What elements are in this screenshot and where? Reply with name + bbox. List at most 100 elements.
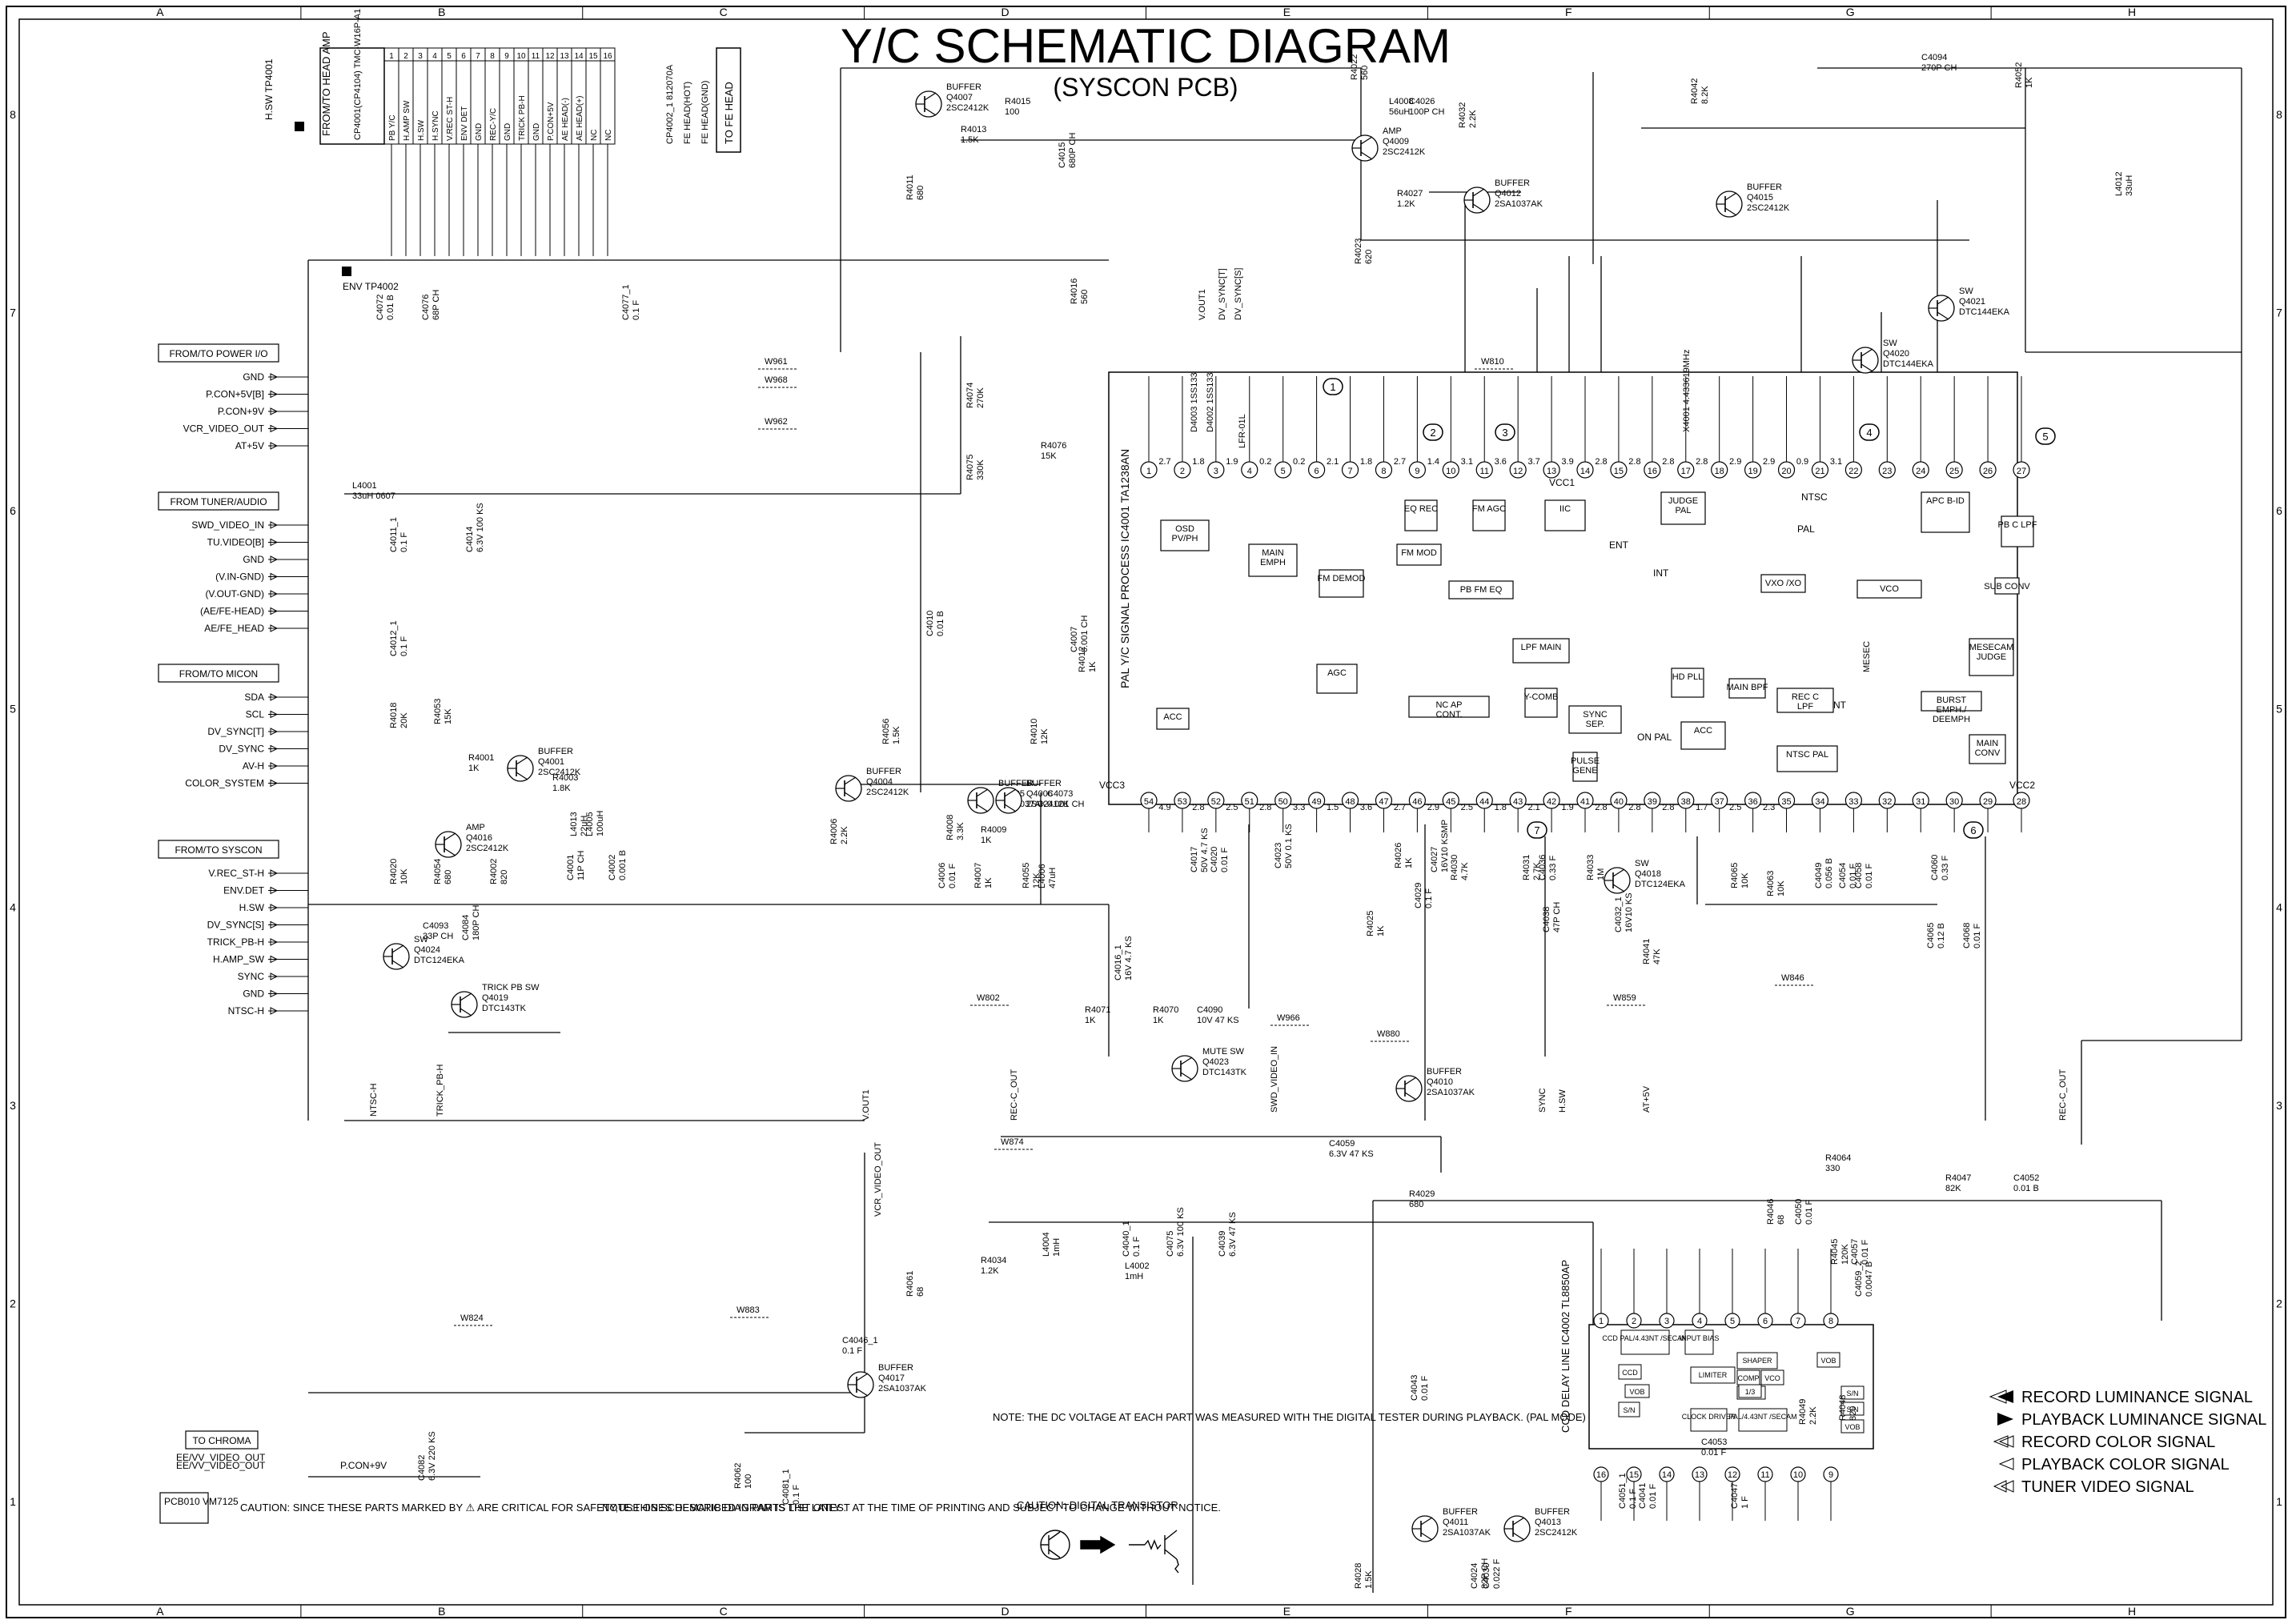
lfr-label: LFR-01L [1238,414,1247,448]
component-value: 180P CH [472,905,481,940]
ic-block-label: PV/PH [1171,534,1198,543]
transistor-part: 2SA1037AK [1427,1088,1475,1097]
transistor-part: 2SA1037AK [1495,199,1543,209]
component-value: 330K [976,459,985,480]
component-value: 1K [1404,857,1414,868]
transistor-ref: Q4006 [1026,789,1053,799]
component-ref: R4006 [829,819,839,844]
component-value: 2.7K [1532,862,1542,880]
component-ref: R4045 [1830,1239,1840,1265]
grid-col-label: G [1846,6,1855,18]
legend-label: RECORD LUMINANCE SIGNAL [2021,1389,2253,1406]
connector-arrow-icon [270,555,279,563]
ic-pin-voltage: 1.8 [1192,457,1204,467]
connector-pin-label: (V.OUT-GND) [205,588,264,599]
component-ref: C4041 [1638,1483,1648,1509]
digital-transistor-symbol-icon [1040,1530,1179,1574]
transistor-part: 2SC2412K [1026,800,1070,809]
ic-pin-number: 47 [1379,797,1388,807]
component-value: 560 [1080,290,1090,304]
delay-block-label: S/N [1846,1389,1858,1397]
component-value: 560 [1360,66,1370,80]
ic-block-label: EQ REC [1404,504,1438,514]
circled-ref-badge [1527,821,1547,839]
ic-pin-voltage: 3.3 [1293,803,1305,812]
component-value: 6.3V 100 KS [476,503,485,552]
ic-block-label: IIC [1559,504,1571,514]
connector-pin-label: V.REC_ST-H [208,868,264,879]
circled-ref-number: 3 [1502,427,1507,439]
component-value: 0.12 B [1937,923,1946,948]
component-value: 0.33 F [1941,856,1950,880]
component-value: 50V 4.7 KS [1200,828,1210,872]
component-value: 0.01 F [1648,1484,1658,1509]
ic-pin-voltage: 2.8 [1662,803,1674,812]
component-ref: C4050 [1794,1199,1804,1225]
component-ref: R4018 [389,703,399,728]
delay-pin-number: 3 [1664,1317,1669,1326]
playback-luminance-marker-icon [1997,1413,2013,1426]
ic-pin-number: 12 [1513,467,1523,476]
ic-pin-number: 20 [1781,467,1791,476]
component-ref: R4002 [489,859,499,884]
ic-pin-voltage: 2.9 [1729,457,1741,467]
grid-col-label: D [1001,6,1010,18]
ic-pin-voltage: 3.1 [1461,457,1473,467]
grid-col-label: H [2128,6,2136,18]
d4002-label: D4002 1SS133 [1206,372,1215,432]
ic-pin-number: 25 [1949,467,1959,476]
component-value: 0.001 B [618,850,628,880]
component-value: 330 [1825,1164,1840,1173]
rec-c-out-label: REC-C_OUT [1010,1069,1019,1121]
component-ref: C4077_1 [621,284,631,320]
component-ref: R4034 [981,1256,1006,1265]
ic-function-block [1760,574,1806,593]
env-testpoint-icon [342,267,351,276]
component-ref: C4038 [1542,907,1551,932]
ic-block-label: ACC [1163,712,1182,722]
grid-row-label: 8 [2276,108,2282,121]
jumper-ref: W962 [765,417,788,427]
delay-block-label: CLOCK DRIVER [1682,1413,1736,1421]
ic-pin-voltage: 2.8 [1628,457,1640,467]
transistor-ref: Q4019 [482,993,508,1003]
component-value: 0.1 F [1132,1237,1142,1257]
transistor-role: SW [1883,339,1897,348]
ic-function-block [1856,579,1922,599]
component-value: 8.2K [1700,86,1710,104]
component-ref: C4010 [925,611,935,636]
delay-pin-number: 1 [1599,1317,1604,1326]
ic-pin-number: 7 [1347,467,1352,476]
ic-function-block [1921,491,1970,533]
component-value: 1K [1088,661,1098,672]
ic-pin-number: 22 [1848,467,1858,476]
component-ref: R4064 [1825,1153,1851,1163]
head-connector-label: FROM/TO HEAD AMP [320,32,332,137]
ic-pin-voltage: 2.8 [1595,457,1607,467]
grid-col-label: B [438,1605,445,1618]
delay-function-block [1738,1408,1788,1432]
component-value: 0.01 B [2013,1184,2039,1193]
circled-ref-number: 4 [1866,427,1872,439]
transistor-ref: Q4012 [1495,189,1521,198]
